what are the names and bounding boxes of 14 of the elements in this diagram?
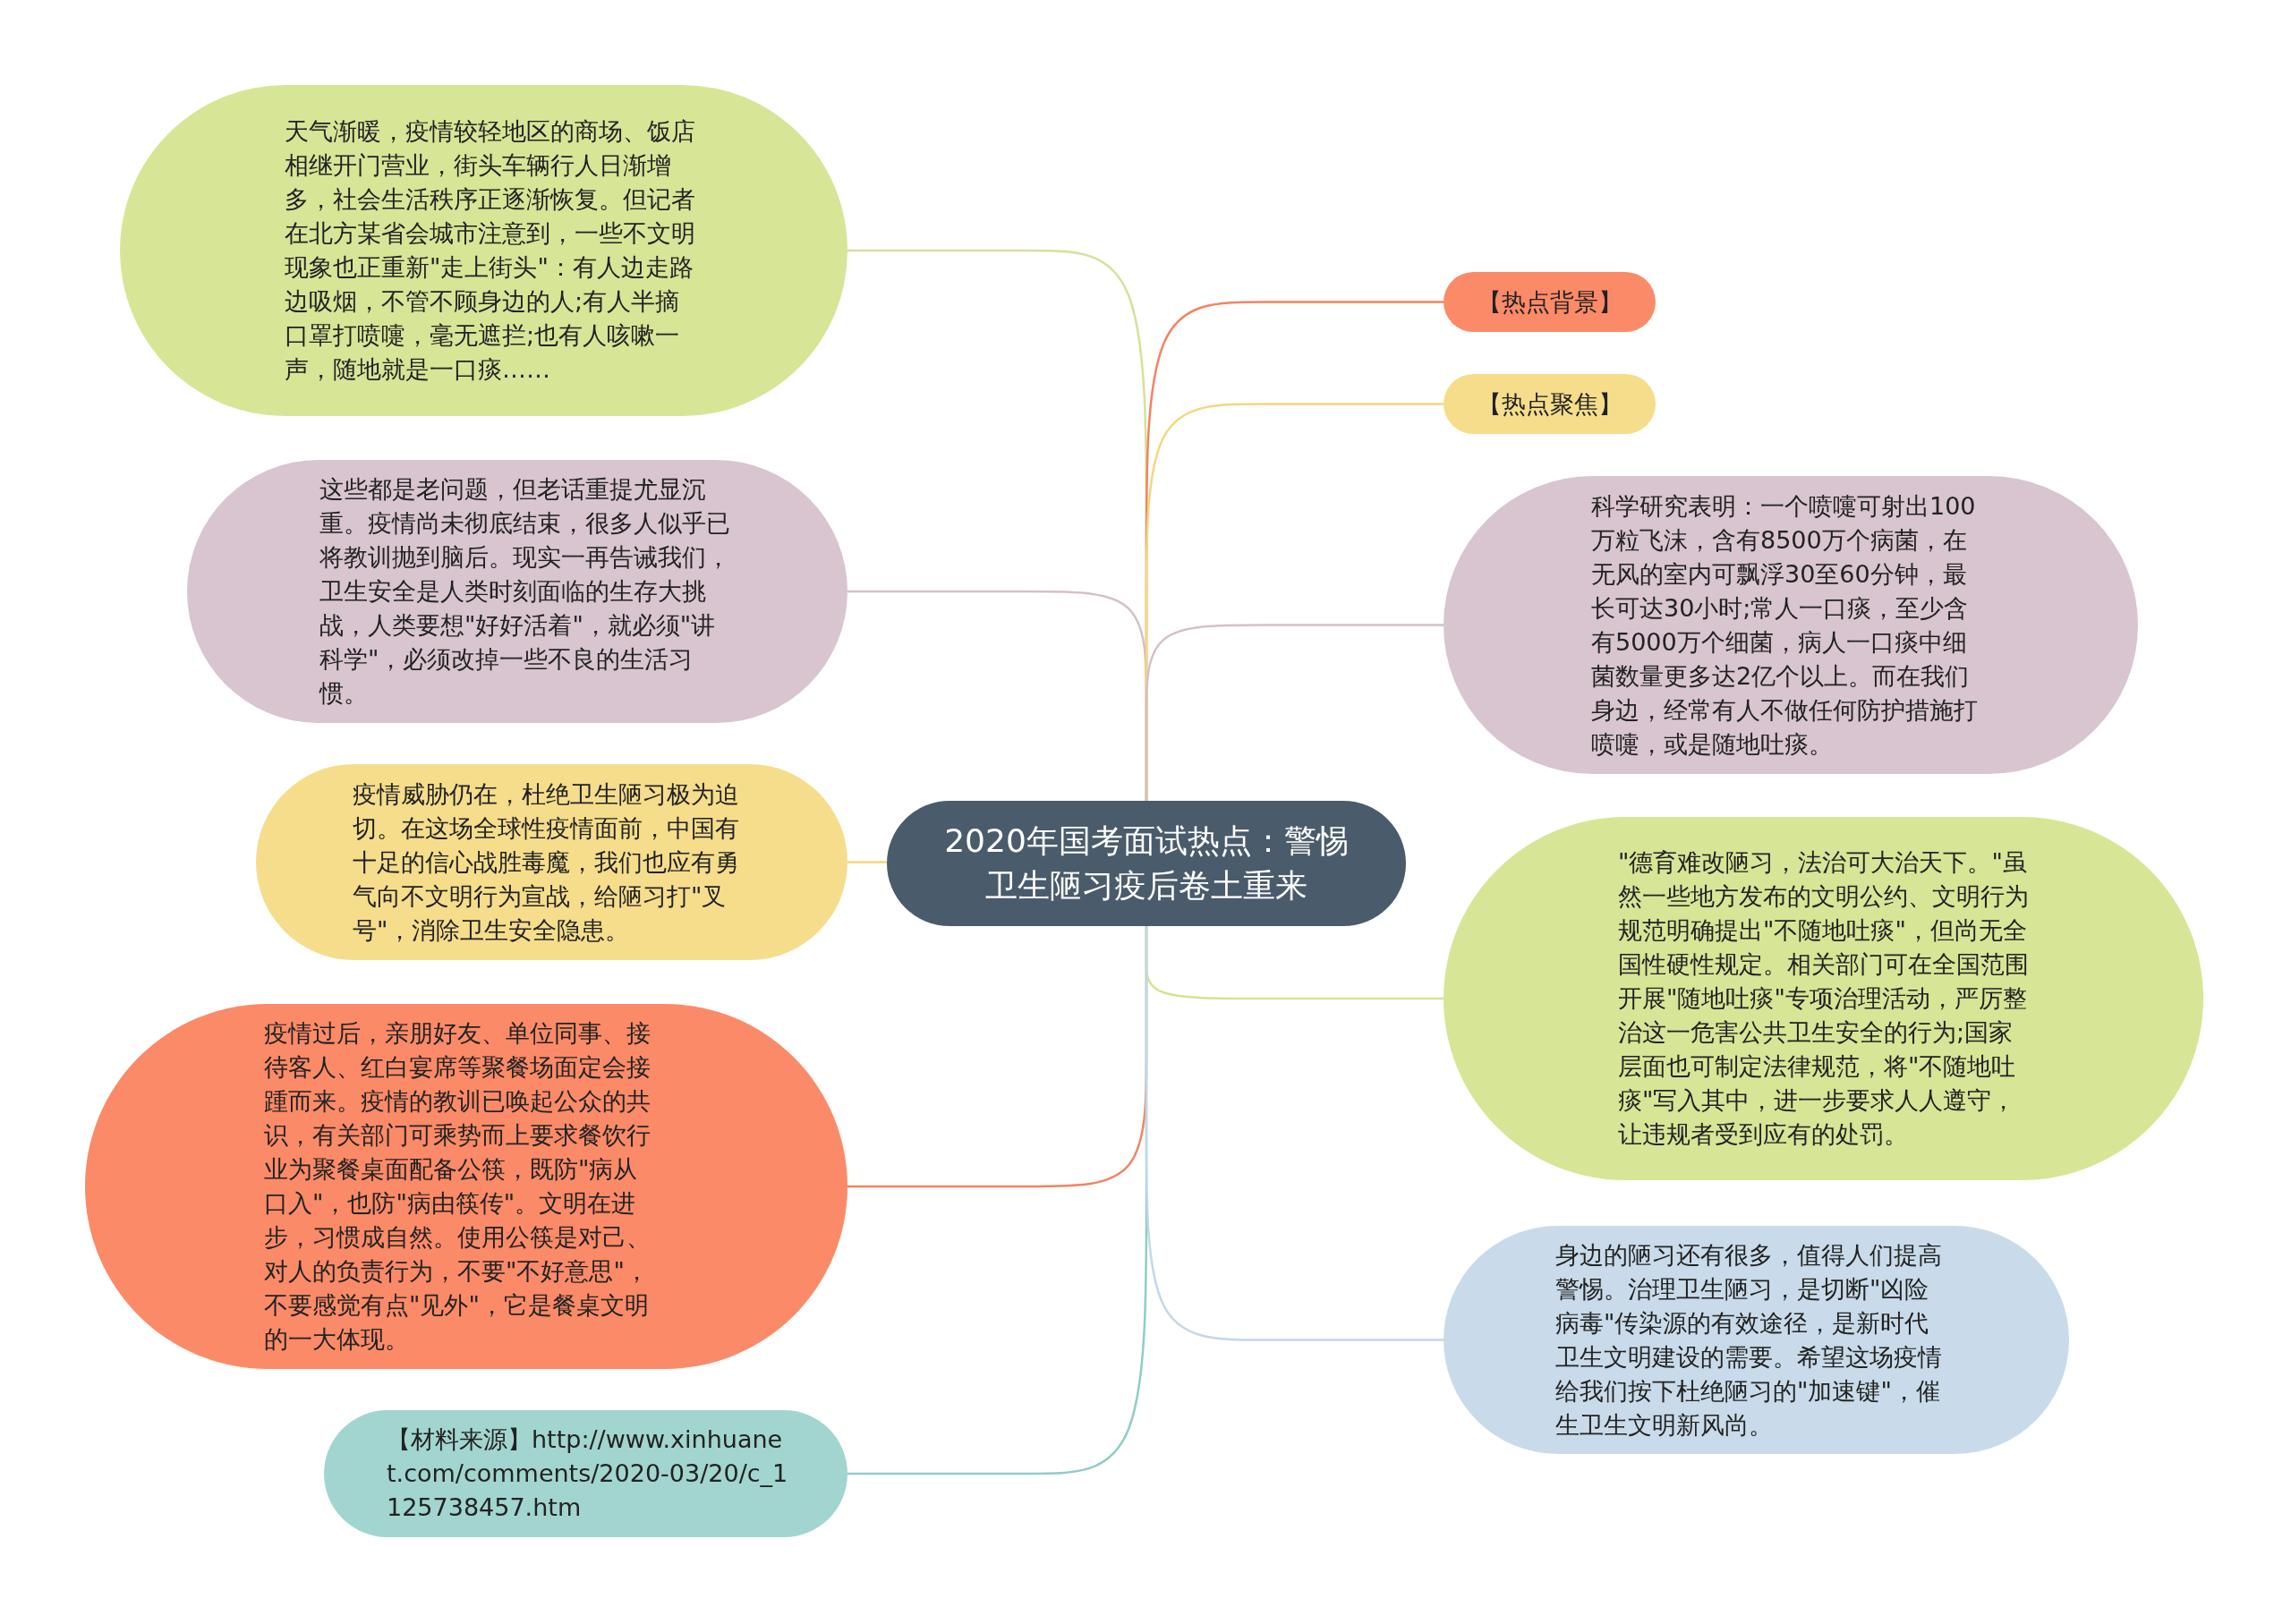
- node-text: 疫情过后，亲朋好友、单位同事、接待客人、红白宴席等聚餐场面定会接踵而来。疫情的教训已唤起公众的共识，有关部门可乘势而上要求餐饮行业为聚餐桌面配备公筷，既防"病从口入"，也防"病由筷传"。文明在进步，习惯成自然。使用公筷是对己、对人的负责行为，不要"不好意思"，不要感觉有点"见外"，它是餐桌文明的一大体现。: [264, 1018, 652, 1355]
- node-text: 【材料来源】http://www.xinhuanet.com/comments/2020-03/20/c_1125738457.htm: [387, 1424, 789, 1523]
- title-text: 2020年国考面试热点：警惕卫生陋习疫后卷土重来: [943, 821, 1350, 906]
- node-text: 科学研究表明：一个喷嚏可射出100万粒飞沫，含有8500万个病菌，在无风的室内可飘浮30至60分钟，最长可达30小时;常人一口痰，至少含有5000万个细菌，病人一口痰中细菌数量更多达2亿个以上。而在我们身边，经常有人不做任何防护措施打喷嚏，或是随地吐痰。: [1591, 490, 1979, 760]
- node-text: 【热点背景】: [1476, 286, 1623, 318]
- node-text: 身边的陋习还有很多，值得人们提高警惕。治理卫生陋习，是切断"凶险病毒"传染源的有效途径，是新时代卫生文明建设的需要。希望这场疫情给我们按下杜绝陋习的"加速键"，催生卫生文明新风尚。: [1555, 1239, 1943, 1441]
- node-text: 天气渐暖，疫情较轻地区的商场、饭店相继开门营业，街头车辆行人日渐增多，社会生活秩序正逐渐恢复。但记者在北方某省会城市注意到，一些不文明现象也正重新"走上街头"：有人边走路边吸烟，不管不顾身边的人;有人半摘口罩打喷嚏，毫无遮拦;也有人咳嗽一声，随地就是一口痰……: [285, 116, 696, 385]
- connector-line: [1145, 926, 1444, 1341]
- node-text: 【热点聚焦】: [1476, 388, 1623, 420]
- connector-line: [847, 861, 887, 863]
- node-text: 这些都是老问题，但老话重提尤显沉重。疫情尚未彻底结束，很多人似乎已将教训抛到脑后。现实一再告诫我们，卫生安全是人类时刻面临的生存大挑战，人类要想"好好活着"，就必须"讲科学"，必须改掉一些不良的生活习惯。: [319, 474, 731, 709]
- node-text: "德育难改陋习，法治可大治天下。"虽然一些地方发布的文明公约、文明行为规范明确提出"不随地吐痰"，但尚无全国性硬性规定。相关部门可在全国范围开展"随地吐痰"专项治理活动，严厉整治这一危害公共卫生安全的行为;国家层面也可制定法律规范，将"不随地吐痰"写入其中，进一步要求人人遵守，让违规者受到应有的处罚。: [1618, 847, 2030, 1150]
- connector-line: [1145, 624, 1444, 801]
- node-text: 疫情威胁仍在，杜绝卫生陋习极为迫切。在这场全球性疫情面前，中国有十足的信心战胜毒魔，我们也应有勇气向不文明行为宣战，给陋习打"叉号"，消除卫生安全隐患。: [353, 778, 740, 946]
